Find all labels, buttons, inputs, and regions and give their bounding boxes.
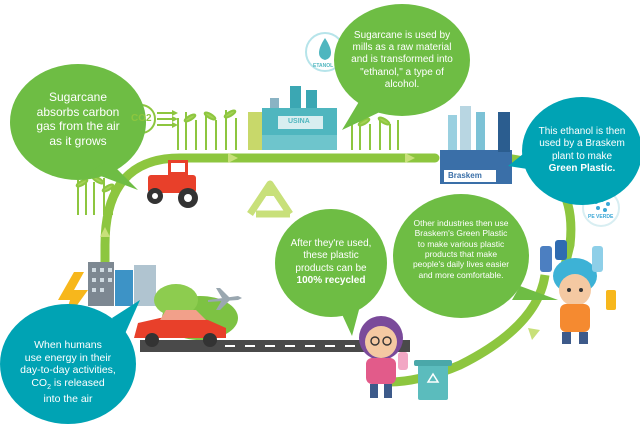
step-humans-text-end: is released into the air [43,377,105,405]
step-absorb-text: Sugarcane absorbs carbon gas from the ai… [36,90,120,148]
city-buildings [88,262,156,306]
step-recycled-text-main: After they're used, these plastic produc… [290,238,372,274]
braskem-logo: Braskem [448,171,482,180]
pe-verde-label: PE VERDE [588,214,614,220]
bubble-recycled [275,209,387,336]
car [134,310,226,347]
sugarcane-top-right [351,116,399,150]
airplane-icon [208,288,242,310]
bubble-absorb [10,64,146,190]
sugarcane-top-left [177,109,237,150]
step-industries-text: Other industries then use Braskem's Gree… [412,218,510,280]
step-humans-text-main: When humans use energy in their day-to-d… [20,338,116,390]
boy-character [553,258,597,344]
step-braskem-text: This ethanol is then used by a Braskem p… [528,114,636,175]
bubble-braskem-plant [508,97,640,205]
plastic-products [540,240,616,310]
bubble-mills [334,4,470,130]
usina-label: USINA [288,118,310,125]
path-arrows [100,153,540,340]
ethanol-label: ETANOL [313,63,334,69]
lightning-icon [58,272,88,326]
recycle-icon [247,180,293,218]
co2-label: CO2 [131,113,152,124]
step-humans-text: When humans use energy in their day-to-d… [6,326,130,406]
step-mills-text: Sugarcane is used by mills as a raw mate… [351,30,453,90]
recycle-bin [414,360,452,400]
recycled-emphasis: 100% recycled [296,274,366,286]
girl-character [359,316,408,398]
sugarcane-left [75,175,115,215]
ethanol-factory [248,86,337,150]
green-plastic-emphasis: Green Plastic. [548,162,616,174]
braskem-plant [440,106,512,184]
bubble-industries [393,194,558,318]
bubble-humans [0,300,140,424]
step-recycled-text: After they're used, these plastic produc… [280,226,382,287]
tractor [147,160,198,208]
co2-subscript: 2 [47,384,51,392]
step-braskem-text-main: This ethanol is then used by a Braskem p… [538,126,626,162]
